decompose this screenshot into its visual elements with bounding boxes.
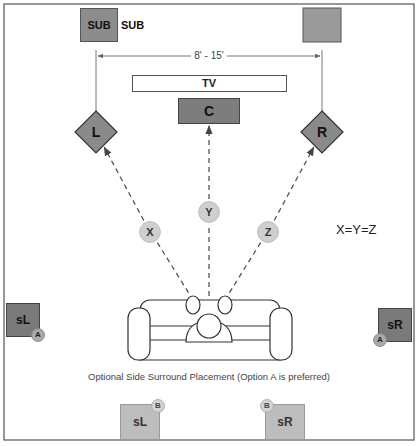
- node-label: TV: [202, 78, 216, 89]
- distance-marker: Y: [198, 201, 220, 223]
- node-label: X: [146, 227, 153, 238]
- node-label: sL: [133, 416, 147, 428]
- listening-lines: [157, 224, 261, 308]
- tv-box: TV: [132, 75, 287, 92]
- subwoofer-box: [303, 8, 341, 42]
- side-surround-left: sL A: [6, 303, 40, 337]
- node-label: B: [155, 402, 161, 410]
- distance-marker: X: [139, 221, 161, 243]
- room-outline: [4, 4, 414, 440]
- listening-axis: [274, 147, 314, 220]
- listening-axis: [104, 147, 144, 220]
- node-label: R: [317, 125, 327, 139]
- dimension-tick: [322, 50, 323, 112]
- front-left-speaker: L: [74, 110, 118, 154]
- node-label: A: [377, 336, 383, 344]
- option-badge: A: [373, 333, 387, 347]
- node-label: L: [92, 125, 101, 139]
- center-speaker: C: [178, 98, 240, 124]
- node-label: Y: [205, 207, 212, 218]
- distance-marker: Z: [257, 221, 279, 243]
- subwoofer-box: SUB: [80, 8, 118, 42]
- equal-distance-note: X=Y=Z: [336, 223, 376, 237]
- option-badge: A: [31, 328, 45, 342]
- node-label: B: [264, 402, 270, 410]
- couch-illustration: [128, 296, 292, 360]
- node-label: sR: [387, 319, 402, 331]
- rear-surround-left: sL B: [120, 404, 160, 440]
- dimension-label: 8' - 15': [191, 50, 226, 61]
- node-label: SUB: [87, 20, 110, 31]
- node-label: A: [35, 331, 41, 339]
- option-badge: B: [260, 399, 274, 413]
- node-label: sR: [277, 416, 292, 428]
- node-label: sL: [16, 314, 30, 326]
- node-label: C: [204, 104, 214, 118]
- listening-axis: [208, 126, 209, 199]
- option-badge: B: [151, 399, 165, 413]
- front-right-speaker: R: [300, 110, 344, 154]
- subwoofer-label: SUB: [121, 19, 144, 31]
- rear-surround-right: sR B: [265, 404, 305, 440]
- node-label: Z: [265, 227, 272, 238]
- dimension-tick: [96, 50, 97, 112]
- caption: Optional Side Surround Placement (Option…: [88, 372, 330, 382]
- side-surround-right: sR A: [378, 308, 412, 342]
